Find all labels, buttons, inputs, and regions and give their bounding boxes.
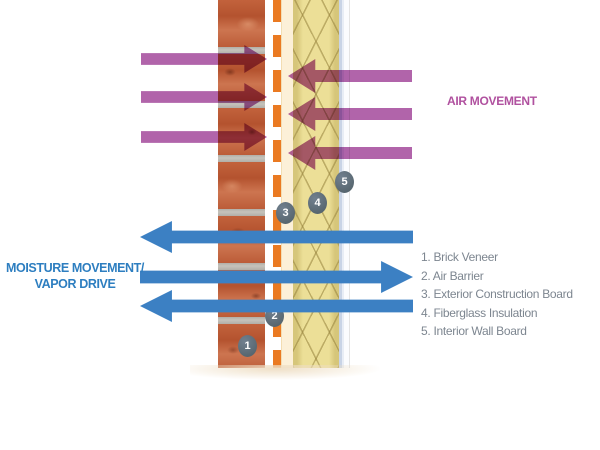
callout-4-insulation: 4 <box>308 192 327 214</box>
callout-3-exterior-board: 3 <box>276 202 295 224</box>
air-arrow-right-icon <box>141 83 267 111</box>
legend-list: 1. Brick Veneer 2. Air Barrier 3. Exteri… <box>421 248 573 341</box>
air-barrier-dashed-line <box>273 0 281 368</box>
moisture-movement-label: MOISTURE MOVEMENT/ VAPOR DRIVE <box>4 260 146 292</box>
air-arrow-right-icon <box>141 45 267 73</box>
fiberglass-insulation-layer <box>293 0 339 368</box>
legend-item-fiberglass-insulation: 4. Fiberglass Insulation <box>421 305 538 320</box>
air-arrow-right-icon <box>141 123 267 151</box>
moisture-label-line2: VAPOR DRIVE <box>34 277 116 291</box>
legend-item-brick-veneer: 1. Brick Veneer <box>421 250 498 264</box>
legend-item-air-barrier: 2. Air Barrier <box>421 268 484 283</box>
wall-base-shadow <box>190 365 380 380</box>
air-movement-label: AIR MOVEMENT <box>447 94 537 108</box>
callout-5-interior-board: 5 <box>335 171 354 193</box>
callout-1-brick-veneer: 1 <box>238 335 257 357</box>
legend-item-interior-wall-board: 5. Interior Wall Board <box>421 324 527 338</box>
moisture-label-line1: MOISTURE MOVEMENT/ <box>6 261 144 275</box>
legend-item-exterior-board: 3. Exterior Construction Board <box>421 287 573 301</box>
